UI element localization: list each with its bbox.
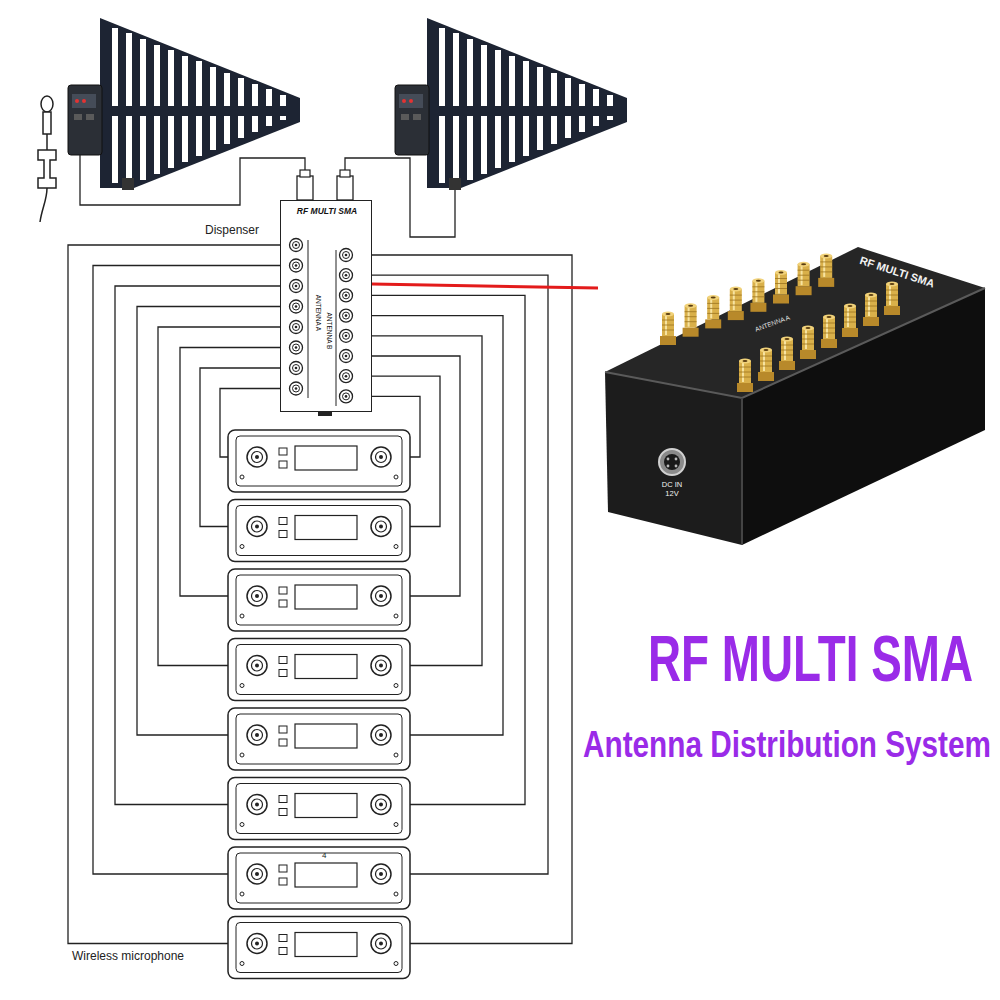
receiver-unit bbox=[228, 500, 410, 562]
distributor-photo bbox=[605, 288, 985, 398]
distributor-photo bbox=[821, 315, 837, 349]
distributor-photo bbox=[863, 293, 879, 327]
port-group-label: ANTENNA B bbox=[325, 313, 333, 350]
receiver-unit bbox=[228, 430, 410, 979]
distributor-jacks bbox=[290, 259, 303, 272]
microphone-icon bbox=[43, 112, 51, 134]
receiver-unit bbox=[228, 708, 410, 770]
distributor-photo bbox=[884, 282, 900, 316]
callout-line bbox=[372, 284, 598, 288]
distributor-photo bbox=[779, 337, 795, 371]
printed-label: ANTENNA A bbox=[754, 314, 791, 334]
distributor-photo bbox=[675, 465, 678, 468]
distributor-jacks bbox=[340, 289, 353, 302]
distributor-jacks bbox=[340, 350, 353, 363]
distributor-photo bbox=[728, 287, 744, 321]
distributor-photo bbox=[660, 312, 676, 346]
distributor-jacks bbox=[340, 390, 353, 403]
distributor-jacks bbox=[340, 309, 353, 322]
antenna-cable bbox=[80, 155, 455, 237]
port-group-label: ANTENNA A bbox=[314, 295, 322, 331]
distributor-jacks bbox=[340, 370, 353, 383]
antenna-cable bbox=[80, 155, 305, 205]
distributor-jacks bbox=[290, 321, 303, 334]
receiver-unit bbox=[228, 639, 410, 701]
bnc-input bbox=[340, 170, 350, 177]
distributor-jacks bbox=[290, 362, 303, 375]
receiver-unit bbox=[228, 430, 410, 492]
distributor-jacks bbox=[336, 250, 337, 406]
microphone-icon bbox=[38, 134, 56, 188]
distributor-photo bbox=[605, 247, 985, 545]
distributor-photo bbox=[773, 270, 789, 304]
bnc-input bbox=[297, 176, 313, 200]
distributor-jacks bbox=[340, 269, 353, 282]
distributor-photo bbox=[796, 262, 812, 296]
wire bbox=[68, 245, 572, 944]
distributor-jacks bbox=[290, 341, 303, 354]
distributor-photo bbox=[605, 247, 985, 398]
distributor-photo bbox=[741, 398, 743, 545]
product-photo: RF MULTI SMA ANTENNA A DC IN 12V bbox=[598, 240, 994, 552]
product-title: RF MULTI SMA bbox=[648, 623, 973, 697]
antenna-left bbox=[68, 18, 300, 190]
distributor-photo bbox=[818, 253, 834, 287]
distributor-photo bbox=[737, 359, 753, 393]
receiver-unit bbox=[228, 569, 410, 631]
product-subtitle: Antenna Distribution System bbox=[583, 724, 991, 765]
callout-number: 4 bbox=[322, 852, 326, 861]
heading-label: Dispenser bbox=[205, 223, 259, 237]
distributor-photo bbox=[605, 372, 742, 545]
distributor-jacks bbox=[290, 382, 303, 395]
receiver-unit bbox=[228, 778, 410, 840]
distributor-photo bbox=[800, 326, 816, 360]
box-title: RF MULTI SMA bbox=[297, 206, 357, 216]
distributor-jacks bbox=[308, 240, 309, 398]
distributor-photo bbox=[675, 458, 678, 461]
distributor-photo bbox=[842, 304, 858, 338]
receiver-unit bbox=[228, 917, 410, 979]
distributor-photo bbox=[664, 454, 680, 470]
microphone-icon bbox=[40, 188, 47, 222]
distributor-jacks bbox=[290, 300, 303, 313]
bnc-input bbox=[300, 170, 310, 177]
bnc-input bbox=[337, 176, 353, 200]
distributor-jacks bbox=[290, 239, 303, 252]
distributor-jacks bbox=[290, 280, 303, 293]
distributor-jacks bbox=[340, 249, 353, 262]
port-label: DC IN 12V bbox=[657, 480, 687, 498]
bnc-input bbox=[297, 170, 353, 200]
distributor-jacks bbox=[290, 239, 353, 417]
distributor-photo bbox=[705, 295, 721, 329]
distributor-photo bbox=[683, 303, 699, 337]
distributor-photo bbox=[758, 348, 774, 382]
printed-label: RF MULTI SMA bbox=[858, 254, 936, 291]
microphone-icon bbox=[38, 96, 56, 222]
antenna-right bbox=[395, 18, 627, 190]
distributor-photo bbox=[667, 458, 670, 461]
caption-text: Wireless microphone bbox=[72, 950, 184, 964]
microphone-icon bbox=[41, 96, 53, 112]
distributor-photo bbox=[667, 465, 670, 468]
antenna-cable bbox=[345, 158, 455, 237]
distributor-box: DispenserRF MULTI SMAANTENNA AANTENNA B bbox=[280, 200, 372, 412]
distributor-jacks bbox=[340, 329, 353, 342]
receiver-unit bbox=[228, 847, 410, 909]
distributor-photo bbox=[750, 278, 766, 312]
distributor-photo bbox=[659, 449, 685, 475]
